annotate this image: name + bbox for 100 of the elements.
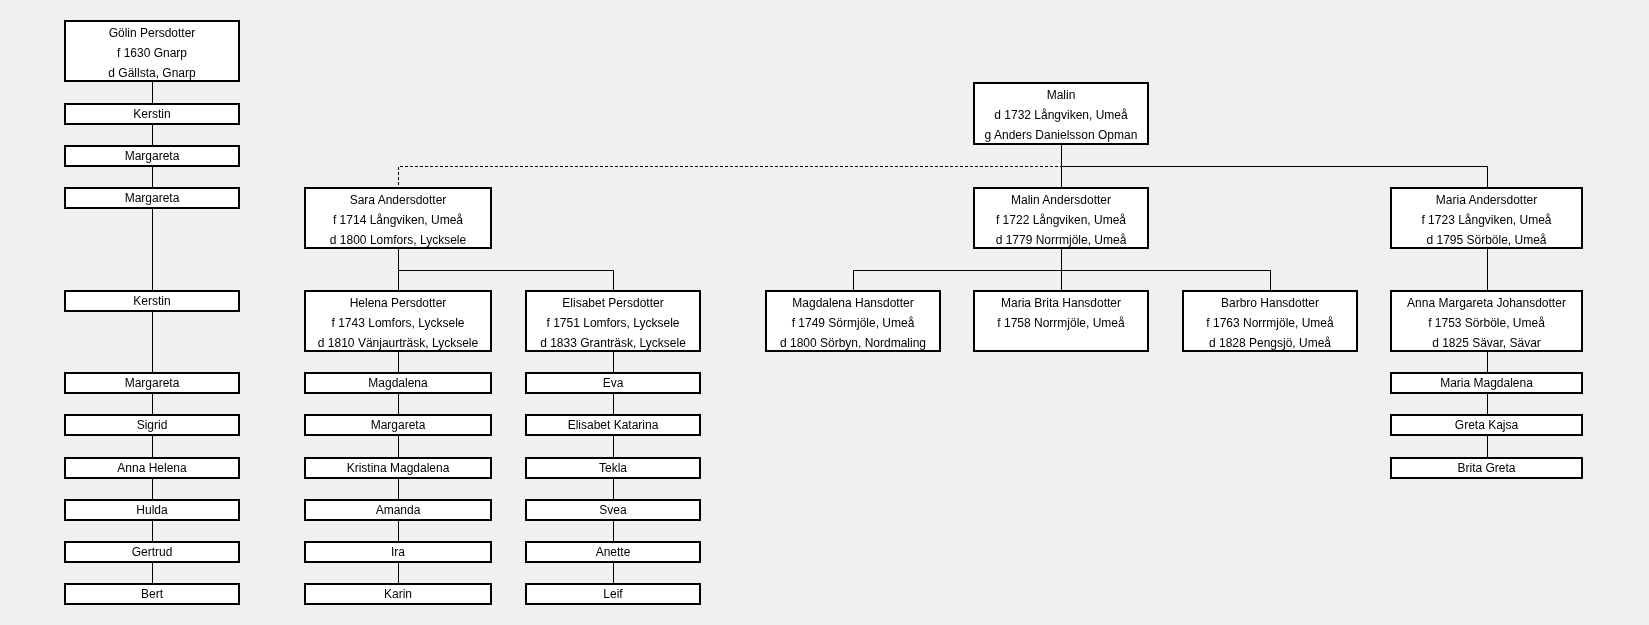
person-name: Tekla <box>598 460 628 477</box>
person-box <box>304 541 492 563</box>
person-name: Margareta <box>369 417 427 434</box>
person-detail: d 1833 Granträsk, Lycksele <box>539 335 687 352</box>
person-detail: f 1758 Norrmjöle, Umeå <box>996 315 1126 332</box>
connector-line <box>152 478 153 500</box>
person-name: Hulda <box>135 502 169 519</box>
person-box <box>525 457 701 479</box>
connector-line <box>613 478 614 500</box>
person-box <box>64 103 240 125</box>
person-name: Sigrid <box>135 417 169 434</box>
person-box <box>304 372 492 394</box>
connector-line <box>152 124 153 146</box>
person-detail: d 1800 Lomfors, Lycksele <box>328 232 468 249</box>
person-name: Amanda <box>374 502 422 519</box>
connector-line <box>1487 393 1488 415</box>
connector-line <box>152 166 153 188</box>
connector-line <box>152 208 153 291</box>
connector-line <box>398 478 399 500</box>
person-box <box>1390 414 1583 436</box>
person-box <box>64 499 240 521</box>
person-name: Karin <box>383 586 413 603</box>
person-detail: d 1779 Norrmjöle, Umeå <box>994 232 1128 249</box>
person-name: Maria Andersdotter <box>1434 192 1539 209</box>
connector-line <box>398 351 399 373</box>
person-name: Eva <box>601 375 625 392</box>
person-detail: d 1795 Sörböle, Umeå <box>1425 232 1548 249</box>
person-name: Anna Margareta Johansdotter <box>1406 295 1567 312</box>
person-detail: d 1828 Pengsjö, Umeå <box>1207 335 1333 352</box>
person-box <box>304 457 492 479</box>
person-box <box>525 541 701 563</box>
person-name: Sara Andersdotter <box>348 192 448 209</box>
person-name: Maria Magdalena <box>1439 375 1534 392</box>
person-detail: f 1723 Långviken, Umeå <box>1420 212 1553 229</box>
person-detail: d 1825 Sävar, Sävar <box>1431 335 1542 352</box>
connector-line <box>613 562 614 584</box>
person-name: Gertrud <box>130 544 174 561</box>
person-box <box>64 583 240 605</box>
connector-line <box>398 393 399 415</box>
person-box <box>765 290 941 352</box>
person-detail: f 1753 Sörböle, Umeå <box>1427 315 1546 332</box>
person-name: Barbro Hansdotter <box>1219 295 1321 312</box>
person-box <box>525 290 701 352</box>
person-box <box>973 187 1149 249</box>
person-box <box>973 82 1149 145</box>
person-box <box>64 290 240 312</box>
person-box <box>973 290 1149 352</box>
person-name: Kristina Magdalena <box>345 460 451 477</box>
person-name: Helena Persdotter <box>348 295 448 312</box>
person-name: Brita Greta <box>1456 460 1517 477</box>
person-name: Elisabet Persdotter <box>561 295 665 312</box>
person-name: Gölin Persdotter <box>107 25 197 42</box>
person-box <box>64 541 240 563</box>
person-name: Malin <box>1045 87 1077 104</box>
person-box <box>1390 457 1583 479</box>
person-box <box>64 457 240 479</box>
connector-line <box>398 520 399 542</box>
connector-line <box>1061 248 1271 291</box>
person-box <box>64 414 240 436</box>
connector-line <box>152 81 153 104</box>
person-box <box>304 583 492 605</box>
person-box <box>525 414 701 436</box>
person-name: Anna Helena <box>116 460 188 477</box>
person-name: Ira <box>390 544 406 561</box>
person-box <box>304 187 492 249</box>
person-box <box>525 499 701 521</box>
connector-line <box>152 435 153 458</box>
person-detail: f 1714 Långviken, Umeå <box>331 212 465 229</box>
person-box <box>64 20 240 82</box>
person-box <box>1390 290 1583 352</box>
person-detail: f 1630 Gnarp <box>115 45 189 62</box>
connector-line <box>398 435 399 458</box>
person-box <box>525 583 701 605</box>
connector-line <box>152 311 153 373</box>
person-name: Anette <box>594 544 632 561</box>
connector-line <box>1487 435 1488 458</box>
person-box <box>64 372 240 394</box>
person-name: Margareta <box>123 190 181 207</box>
person-box <box>64 145 240 167</box>
person-name: Margareta <box>123 148 181 165</box>
connector-line <box>398 562 399 584</box>
person-detail: d 1732 Långviken, Umeå <box>993 107 1129 124</box>
person-name: Leif <box>602 586 624 603</box>
person-box <box>304 499 492 521</box>
person-name: Svea <box>598 502 628 519</box>
connector-line <box>398 248 614 291</box>
person-name: Magdalena <box>367 375 429 392</box>
person-name: Bert <box>140 586 164 603</box>
person-name: Greta Kajsa <box>1453 417 1520 434</box>
person-box <box>1390 372 1583 394</box>
person-name: Kerstin <box>132 106 172 123</box>
connector-line <box>152 393 153 415</box>
connector-line <box>613 520 614 542</box>
connector-line <box>1487 351 1488 373</box>
person-detail: f 1751 Lomfors, Lycksele <box>545 315 681 332</box>
person-box <box>1390 187 1583 249</box>
person-name: Elisabet Katarina <box>566 417 660 434</box>
person-detail: f 1749 Sörmjöle, Umeå <box>790 315 916 332</box>
connector-line <box>1487 248 1488 291</box>
person-name: Margareta <box>123 375 181 392</box>
